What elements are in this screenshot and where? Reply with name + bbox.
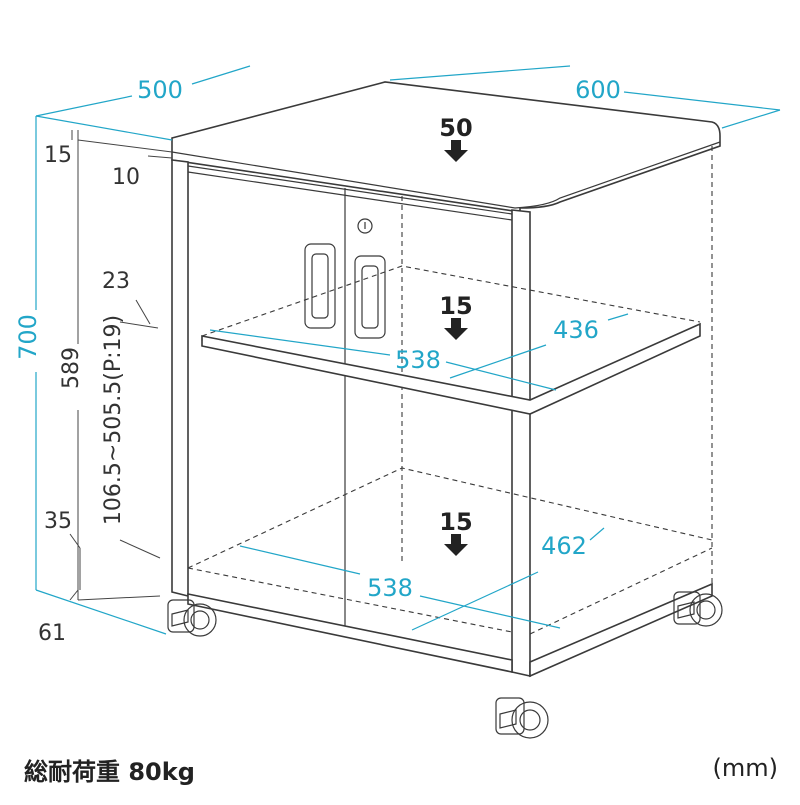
caster-icon [495,697,549,739]
bottom-board [187,467,713,635]
caster-icon [167,599,217,637]
bottom-width-label: 538 [367,574,413,602]
shelf-range-label: 106.5~505.5(P:19) [101,315,126,525]
right-handle-icon [354,255,386,339]
lock-icon [357,218,373,234]
shelf [201,265,701,415]
bottom-panel-label: 35 [44,509,72,534]
bottom-load-label: 15 [439,508,472,536]
left-handle-icon [304,243,336,329]
door-handles [304,218,386,339]
dimension-lines-dark [69,130,173,601]
shelf-thickness-label: 23 [102,269,130,294]
shelf-depth-label: 436 [553,316,599,344]
height-label: 700 [14,314,42,360]
depth-label: 500 [137,76,183,104]
casters [167,591,723,739]
down-arrow-icon [444,318,468,340]
unit-caption: (mm) [712,754,778,782]
cabinet-body [171,81,721,678]
caster-icon [673,591,723,627]
top-overhang-label: 10 [112,165,140,190]
bottom-depth-label: 462 [541,532,587,560]
width-label: 600 [575,76,621,104]
shelf-width-label: 538 [395,346,441,374]
total-load-caption: 総耐荷重 80kg [24,758,195,786]
dimension-lines [35,65,781,635]
down-arrow-icon [444,140,468,162]
caster-height-label: 61 [38,621,66,646]
top-thickness-label: 15 [44,143,72,168]
shelf-load-label: 15 [439,292,472,320]
inner-height-label: 589 [59,347,84,389]
down-arrow-icon [444,534,468,556]
top-load-label: 50 [439,114,472,142]
